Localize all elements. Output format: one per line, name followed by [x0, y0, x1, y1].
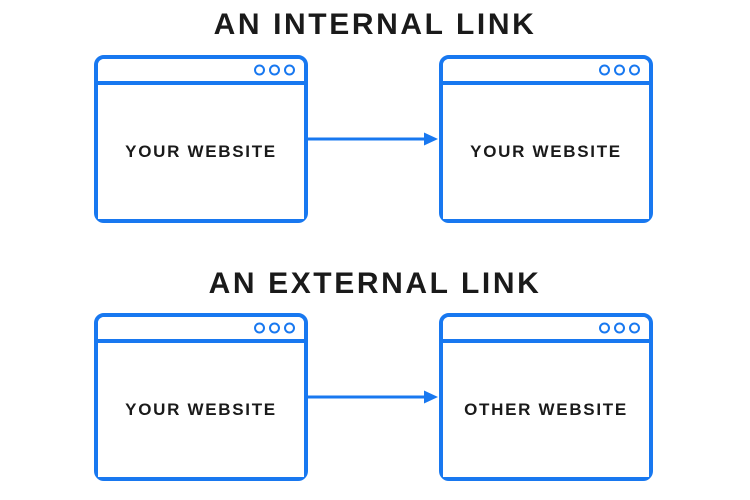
browser-window-external-target: OTHER WEBSITE: [439, 313, 653, 481]
link-arrow-external: [308, 389, 440, 405]
window-dot-icon: [629, 64, 640, 76]
window-dot-icon: [629, 322, 640, 334]
site-label: YOUR WEBSITE: [125, 400, 277, 419]
browser-window-internal-source: YOUR WEBSITE: [94, 55, 308, 223]
browser-viewport: YOUR WEBSITE: [98, 343, 304, 477]
browser-window-external-source: YOUR WEBSITE: [94, 313, 308, 481]
section-heading-external: AN EXTERNAL LINK: [208, 267, 542, 300]
window-dot-icon: [254, 322, 265, 334]
site-label: YOUR WEBSITE: [125, 142, 277, 161]
window-dot-icon: [284, 322, 295, 334]
window-dot-icon: [599, 64, 610, 76]
section-heading-internal: AN INTERNAL LINK: [213, 8, 537, 41]
browser-viewport: YOUR WEBSITE: [443, 85, 649, 219]
browser-titlebar: [443, 317, 649, 343]
browser-titlebar: [98, 59, 304, 85]
browser-titlebar: [443, 59, 649, 85]
link-arrow-internal: [308, 131, 440, 147]
window-controls: [254, 322, 295, 334]
window-dot-icon: [614, 64, 625, 76]
site-label: OTHER WEBSITE: [464, 400, 628, 419]
window-dot-icon: [269, 322, 280, 334]
browser-viewport: OTHER WEBSITE: [443, 343, 649, 477]
window-dot-icon: [614, 322, 625, 334]
arrow-right-icon: [308, 132, 438, 146]
browser-viewport: YOUR WEBSITE: [98, 85, 304, 219]
browser-window-internal-target: YOUR WEBSITE: [439, 55, 653, 223]
window-dot-icon: [284, 64, 295, 76]
browser-titlebar: [98, 317, 304, 343]
window-dot-icon: [254, 64, 265, 76]
arrow-right-icon: [308, 390, 438, 404]
window-dot-icon: [599, 322, 610, 334]
window-dot-icon: [269, 64, 280, 76]
window-controls: [254, 64, 295, 76]
site-label: YOUR WEBSITE: [470, 142, 622, 161]
window-controls: [599, 322, 640, 334]
window-controls: [599, 64, 640, 76]
